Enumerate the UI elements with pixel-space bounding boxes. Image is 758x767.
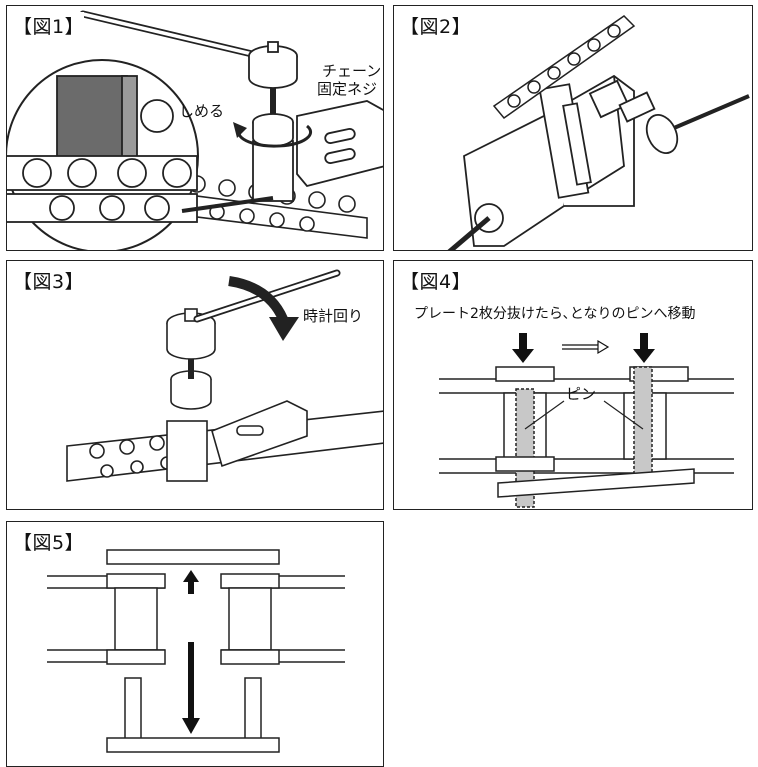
figure-1-panel: 【図1】 しめる チェーン 固定ネジ xyxy=(6,5,384,251)
figure-4-title: 【図4】 xyxy=(400,267,472,294)
figure-4-diagram xyxy=(439,333,734,508)
chain-screw-label-line2: 固定ネジ xyxy=(317,80,378,98)
clockwise-label: 時計回り xyxy=(303,307,364,325)
figure-5-diagram xyxy=(47,549,345,753)
figure-4-panel: 【図4】 プレート2枚分抜けたら､となりのピンへ移動 ピン xyxy=(393,260,753,510)
figure-2-title: 【図2】 xyxy=(400,12,472,39)
tighten-label: しめる xyxy=(179,102,225,120)
figure-3-panel: 【図3】 時計回り xyxy=(6,260,384,510)
figure-3-title: 【図3】 xyxy=(13,267,85,294)
figure-5-title: 【図5】 xyxy=(13,528,85,555)
figure-5-panel: 【図5】 xyxy=(6,521,384,767)
figure-2-illustration xyxy=(447,15,750,250)
figure-3-illustration xyxy=(66,269,383,482)
chain-screw-label-line1: チェーン xyxy=(322,62,382,80)
figure-1-title: 【図1】 xyxy=(13,12,85,39)
figure-1-illustration xyxy=(7,10,383,250)
pin-label: ピン xyxy=(566,385,597,403)
instruction-label: プレート2枚分抜けたら､となりのピンへ移動 xyxy=(414,306,696,322)
figure-2-panel: 【図2】 xyxy=(393,5,753,251)
